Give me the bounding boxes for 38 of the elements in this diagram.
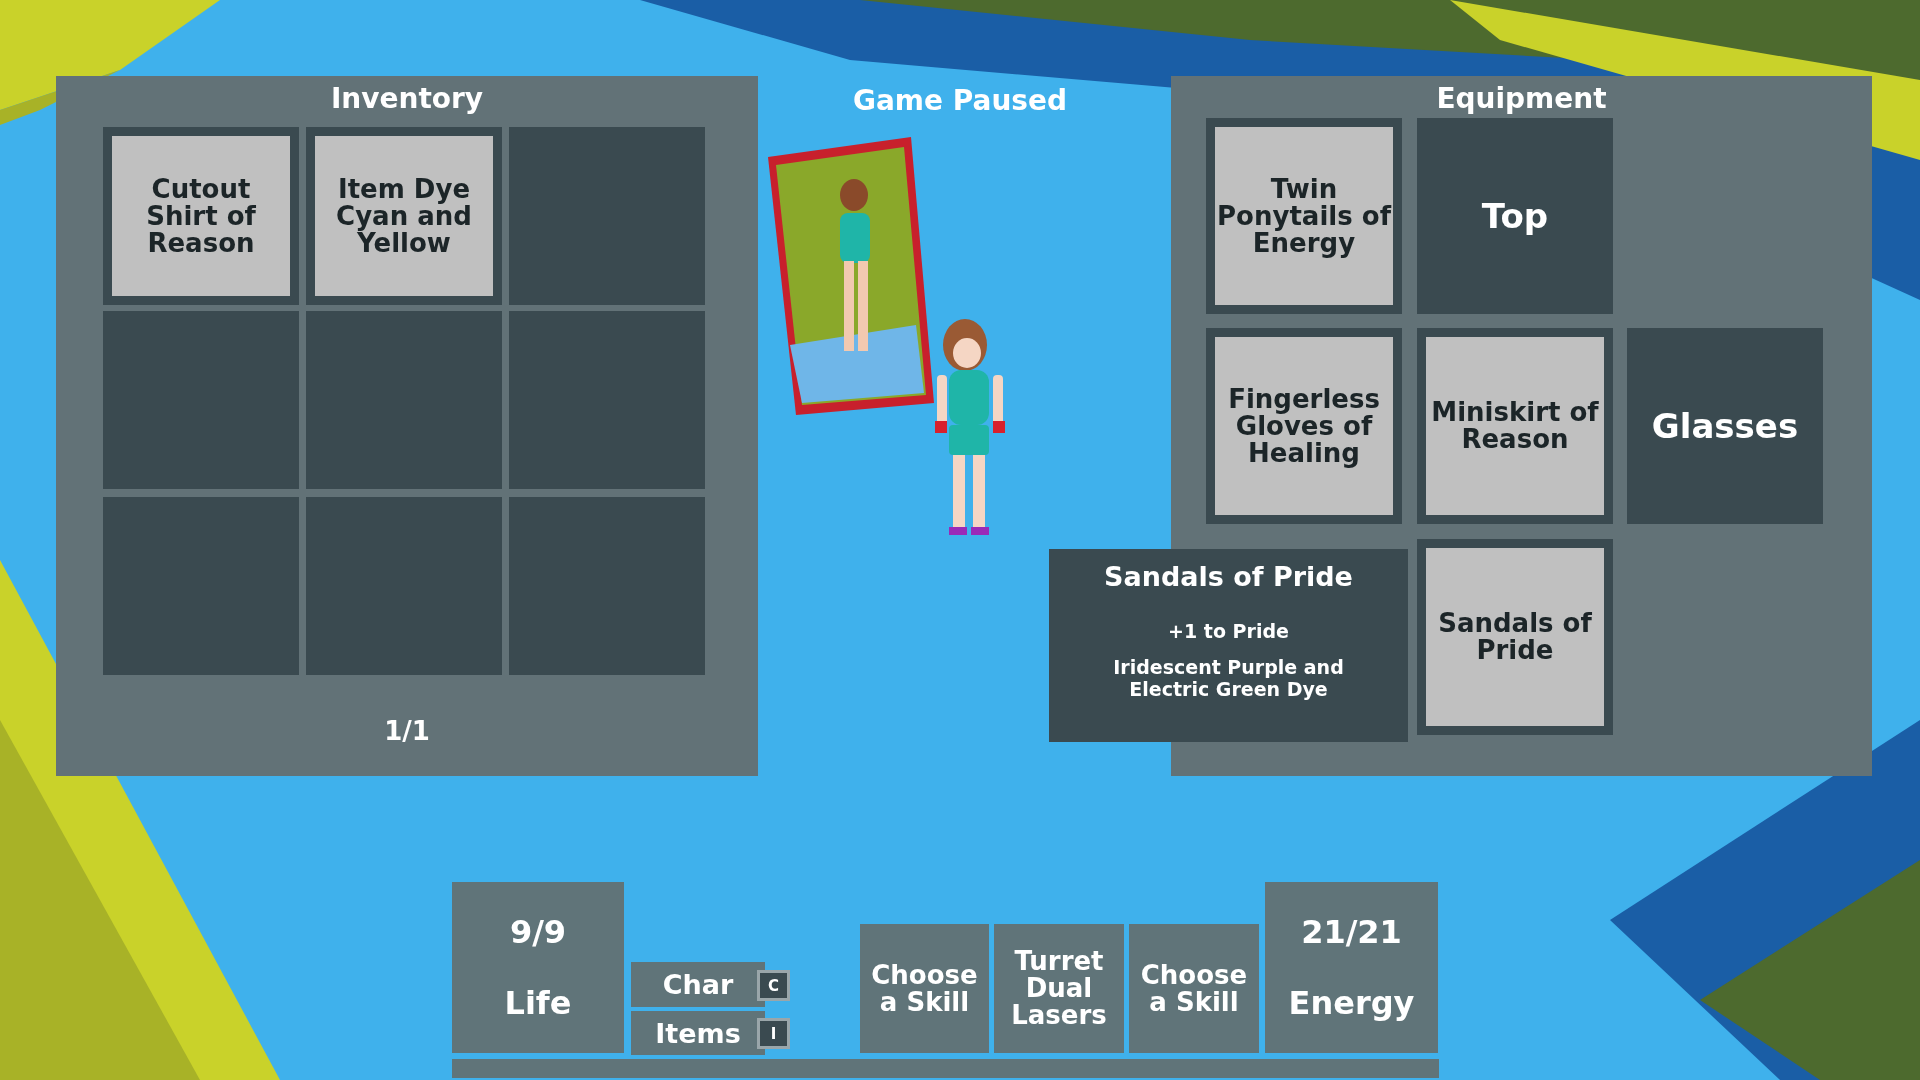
empty-slot: [509, 311, 705, 489]
skill-slot: Choose a Skill: [860, 924, 989, 1053]
equipment-slot: Top: [1417, 118, 1613, 314]
empty-slot: [509, 127, 705, 305]
panel-heading: Inventory: [330, 82, 484, 115]
equipment-slot: Glasses: [1627, 328, 1823, 524]
tooltip-description: Iridescent Purple and Electric Green Dye: [1112, 656, 1345, 700]
empty-slot: [306, 497, 502, 675]
tooltip-heading: Sandals of Pride: [1104, 561, 1353, 592]
page-counter: 1/1: [384, 716, 430, 746]
stat-panel: [452, 882, 624, 1053]
item-slot: Item Dye Cyan and Yellow: [306, 127, 502, 305]
panel-heading: Equipment: [1436, 82, 1607, 115]
key-hint: I: [757, 1018, 790, 1049]
skill-slot: Turret Dual Lasers: [994, 924, 1124, 1053]
key-hint: C: [757, 970, 790, 1001]
empty-slot: [509, 497, 705, 675]
item-slot: Fingerless Gloves of Healing: [1206, 328, 1402, 524]
menu-button: Items: [631, 1011, 765, 1055]
menu-button: Char: [631, 962, 765, 1007]
stat-name: Life: [504, 984, 572, 1023]
item-slot: Twin Ponytails of Energy: [1206, 118, 1402, 314]
stat-value: 9/9: [509, 912, 567, 951]
stat-value: 21/21: [1301, 912, 1402, 951]
stat-panel: [1265, 882, 1438, 1053]
item-slot: Miniskirt of Reason: [1417, 328, 1613, 524]
tooltip-stat: +1 to Pride: [1168, 620, 1289, 642]
skill-slot: Choose a Skill: [1129, 924, 1259, 1053]
stat-name: Energy: [1288, 984, 1415, 1023]
empty-slot: [306, 311, 502, 489]
menu-panel: [56, 76, 758, 776]
empty-slot: [103, 497, 299, 675]
item-slot: Cutout Shirt of Reason: [103, 127, 299, 305]
item-tooltip: [1049, 549, 1408, 742]
empty-slot: [103, 311, 299, 489]
item-slot: Sandals of Pride: [1417, 539, 1613, 735]
bottom-bar: [452, 1059, 1439, 1078]
pause-heading: Game Paused: [851, 84, 1069, 117]
